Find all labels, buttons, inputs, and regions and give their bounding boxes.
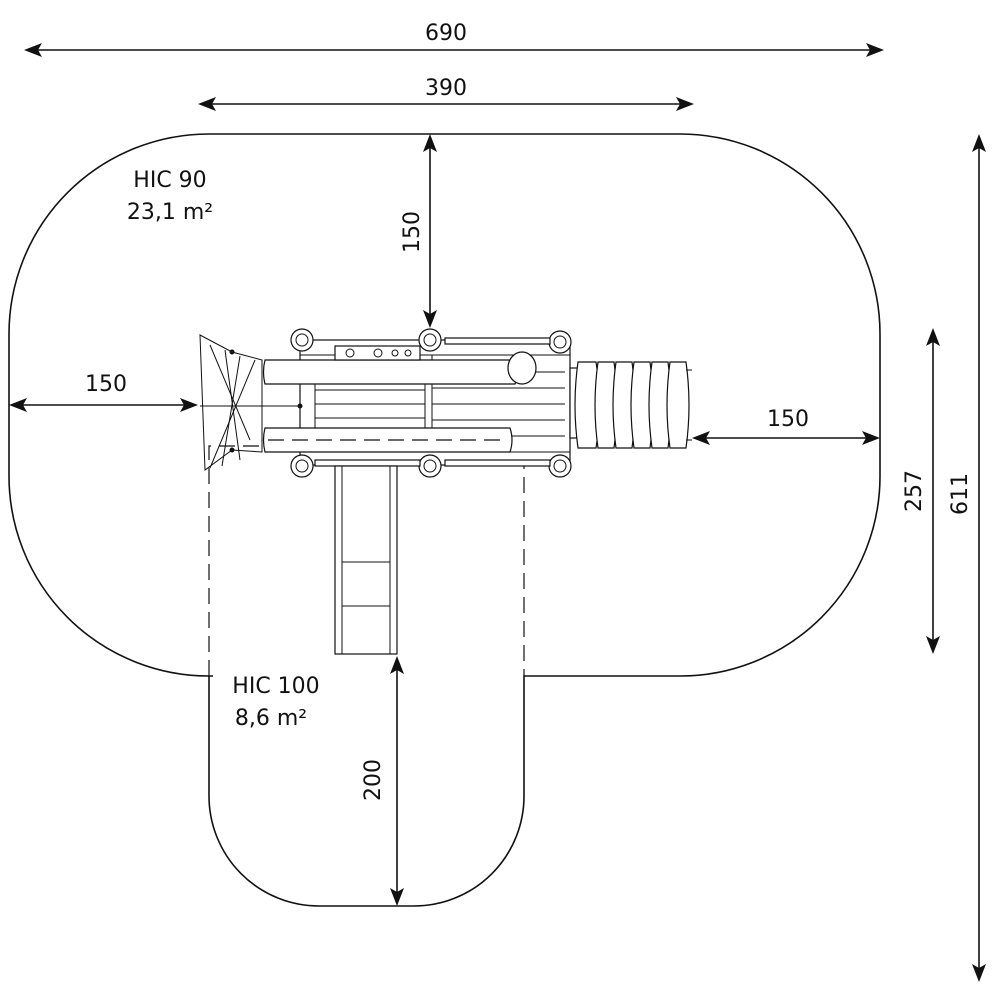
total-depth-label: 611 <box>948 473 973 515</box>
dimension-equipment-depth: 257 <box>902 328 940 654</box>
hic100-area: 8,6 m² <box>235 706 307 731</box>
right-clearance-label: 150 <box>767 407 809 432</box>
inner-width-label: 390 <box>425 76 467 101</box>
dimension-total-width: 690 <box>24 21 884 57</box>
rope-bridge <box>569 361 692 449</box>
playground-structure <box>199 328 692 655</box>
bottom-log <box>262 427 513 453</box>
dimension-right-clearance: 150 <box>692 407 880 445</box>
dimension-total-depth: 611 <box>948 134 986 982</box>
equipment-depth-label: 257 <box>902 470 927 512</box>
bottom-clearance-label: 200 <box>361 759 386 801</box>
left-clearance-label: 150 <box>85 372 127 397</box>
hic90-area: 23,1 m² <box>127 200 213 225</box>
posts <box>290 328 572 478</box>
total-width-label: 690 <box>425 21 467 46</box>
top-clearance-label: 150 <box>400 211 425 253</box>
dimension-top-clearance: 150 <box>400 134 437 328</box>
hic100-label: HIC 100 <box>232 674 319 699</box>
hic90-safety-zone-outline <box>8 133 881 907</box>
dimension-left-clearance: 150 <box>9 372 198 412</box>
net-climber <box>199 334 303 471</box>
dimension-bottom-clearance: 200 <box>361 656 404 906</box>
hic90-label: HIC 90 <box>133 168 206 193</box>
dimension-inner-width: 390 <box>198 76 694 111</box>
slide <box>334 465 398 655</box>
top-log <box>262 359 519 385</box>
